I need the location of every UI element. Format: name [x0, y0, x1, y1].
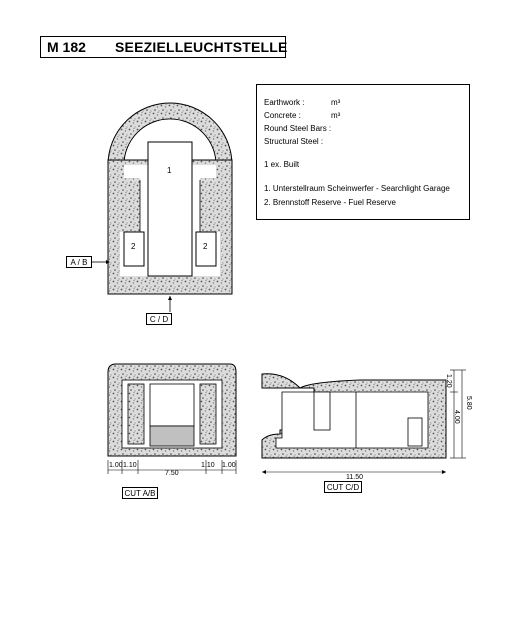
- plan-room-2-left: [123, 231, 145, 267]
- cut-ab-dim-2: 1.10: [123, 462, 137, 469]
- built-count: 1 ex. Built: [264, 160, 300, 169]
- concrete-label: Concrete :: [264, 111, 301, 120]
- cut-ab-pillar-right: [199, 383, 217, 445]
- room-legend-1: 1. Unterstellraum Scheinwerfer - Searchl…: [264, 184, 450, 193]
- cut-ab-dim-3: 7.50: [165, 470, 179, 477]
- plan-room-2-left-label: 2: [131, 242, 136, 251]
- cut-cd-dim-total: 5.80: [465, 396, 472, 410]
- title-box: M 182 SEEZIELLEUCHTSTELLE: [40, 36, 288, 58]
- plan-room-1: [147, 141, 193, 277]
- section-ab-tag: A / B: [66, 256, 92, 268]
- cut-cd-door: [407, 417, 423, 447]
- cut-ab-garage: [149, 383, 195, 427]
- section-ab-arrowhead: [106, 260, 110, 264]
- cut-cd-arrow-right: [442, 470, 446, 474]
- earthwork-label: Earthwork :: [264, 98, 305, 107]
- section-cd-tag: C / D: [146, 313, 172, 325]
- cut-ab-label: CUT A/B: [122, 487, 158, 499]
- cut-ab-dim-1: 1.00: [109, 462, 123, 469]
- cut-cd-step: [313, 391, 331, 431]
- info-box: Earthwork : m³ Concrete : m³ Round Steel…: [256, 84, 470, 220]
- cut-cd-length: 11.50: [346, 474, 363, 481]
- cut-ab-dim-4: 1.10: [201, 462, 215, 469]
- cut-ab-dim-5: 1.00: [222, 462, 236, 469]
- plan-room-2-right-label: 2: [203, 242, 208, 251]
- bunker-name: SEEZIELLEUCHTSTELLE: [115, 39, 288, 55]
- plan-view: [92, 102, 233, 312]
- cut-ab-view: [107, 363, 237, 474]
- round-steel-label: Round Steel Bars :: [264, 124, 332, 133]
- plan-room-1-label: 1: [167, 166, 172, 175]
- room-legend-2: 2. Brennstoff Reserve - Fuel Reserve: [264, 198, 396, 207]
- cut-ab-pillar-left: [127, 383, 145, 445]
- concrete-unit: m³: [331, 111, 341, 120]
- cut-cd-cavity: [275, 391, 429, 449]
- structural-steel-label: Structural Steel :: [264, 137, 324, 146]
- plan-room-2-right: [195, 231, 217, 267]
- bunker-code: M 182: [47, 39, 86, 55]
- cut-cd-label: CUT C/D: [324, 481, 362, 493]
- cut-cd-dim-top: 1.20: [445, 374, 452, 388]
- cut-cd-arrow-left: [262, 470, 266, 474]
- earthwork-unit: m³: [331, 98, 341, 107]
- section-cd-arrowhead: [168, 296, 172, 300]
- cut-cd-view: [261, 369, 466, 474]
- cut-ab-floor-shade: [149, 425, 195, 447]
- cut-cd-dim-mid: 4.00: [453, 410, 460, 424]
